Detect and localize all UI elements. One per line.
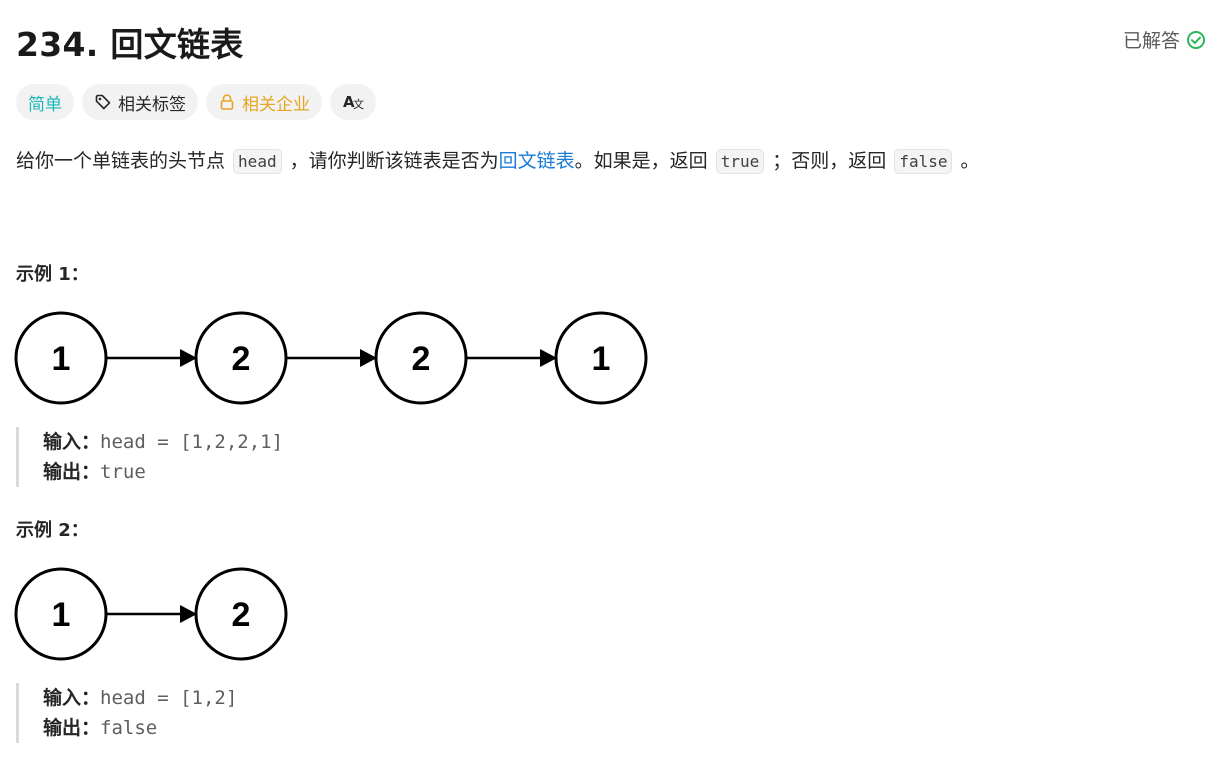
- output-value: true: [100, 461, 146, 483]
- example-1-io-block: 输入：head = [1,2,2,1] 输出：true: [16, 427, 283, 487]
- input-value: head = [1,2,2,1]: [100, 431, 284, 453]
- example-2-linked-list-diagram: 1 2: [14, 567, 288, 661]
- list-node: 1: [554, 311, 648, 405]
- difficulty-label: 简单: [28, 94, 62, 115]
- example-2-io-block: 输入：head = [1,2] 输出：false: [16, 683, 237, 743]
- description-text-5: 。: [954, 150, 980, 172]
- lock-icon: [218, 93, 236, 111]
- example-1-input-line: 输入：head = [1,2,2,1]: [43, 427, 283, 457]
- title-row: 234. 回文链表 已解答: [16, 14, 1206, 64]
- code-false: false: [894, 149, 953, 174]
- arrow-right-icon: [286, 349, 377, 367]
- solved-status: 已解答: [1123, 26, 1206, 53]
- list-node: 1: [14, 567, 108, 661]
- tag-bar: 简单 相关标签 相关企业 A 文: [16, 84, 376, 120]
- arrow-right-icon: [106, 349, 197, 367]
- check-circle-icon: [1186, 30, 1206, 50]
- node-value: 1: [592, 340, 611, 378]
- related-companies-button[interactable]: 相关企业: [206, 84, 322, 120]
- tag-icon: [94, 93, 112, 111]
- input-value: head = [1,2]: [100, 687, 238, 709]
- problem-description: 给你一个单链表的头节点 head ，请你判断该链表是否为回文链表。如果是，返回 …: [16, 143, 980, 180]
- related-companies-label: 相关企业: [242, 94, 310, 115]
- node-value: 1: [52, 340, 71, 378]
- example-1-linked-list-diagram: 1 2 2 1: [14, 311, 648, 405]
- output-label: 输出：: [43, 461, 101, 483]
- node-value: 2: [232, 596, 251, 634]
- output-value: false: [100, 717, 158, 739]
- node-value: 2: [412, 340, 431, 378]
- arrow-right-icon: [466, 349, 557, 367]
- translate-button[interactable]: A 文: [330, 84, 376, 120]
- output-label: 输出：: [43, 717, 101, 739]
- difficulty-badge: 简单: [16, 84, 74, 120]
- node-value: 1: [52, 596, 71, 634]
- list-node: 2: [194, 311, 288, 405]
- problem-title: 234. 回文链表: [16, 25, 244, 64]
- example-1-output-line: 输出：true: [43, 457, 283, 487]
- code-true: true: [715, 149, 765, 174]
- example-2-heading: 示例 2：: [16, 520, 89, 541]
- svg-text:文: 文: [353, 97, 364, 111]
- description-text-4: ；否则，返回: [766, 150, 893, 172]
- related-topics-button[interactable]: 相关标签: [82, 84, 198, 120]
- palindrome-link[interactable]: 回文链表: [498, 150, 575, 172]
- list-node: 2: [374, 311, 468, 405]
- svg-text:A: A: [343, 93, 355, 111]
- code-head: head: [233, 149, 282, 174]
- input-label: 输入：: [43, 687, 101, 709]
- arrow-right-icon: [106, 605, 197, 623]
- input-label: 输入：: [43, 431, 101, 453]
- solved-label: 已解答: [1122, 30, 1180, 52]
- description-text-3: 。如果是，返回: [574, 150, 714, 172]
- example-1-heading: 示例 1：: [16, 264, 89, 285]
- related-topics-label: 相关标签: [118, 94, 186, 115]
- description-text-1: 给你一个单链表的头节点: [16, 150, 232, 172]
- translate-icon: A 文: [342, 93, 364, 111]
- example-2-output-line: 输出：false: [43, 713, 237, 743]
- description-text-2: ，请你判断该链表是否为: [283, 150, 499, 172]
- list-node: 1: [14, 311, 108, 405]
- example-2-input-line: 输入：head = [1,2]: [43, 683, 237, 713]
- list-node: 2: [194, 567, 288, 661]
- node-value: 2: [232, 340, 251, 378]
